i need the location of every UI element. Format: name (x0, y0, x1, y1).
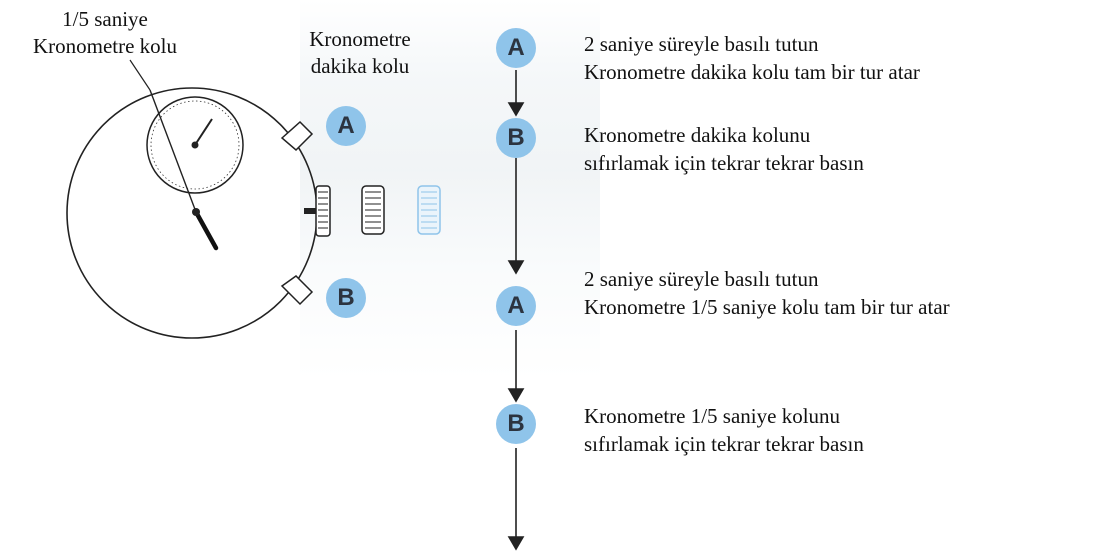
subdial-inner-ring (150, 100, 240, 190)
crown (304, 185, 331, 237)
minute-hand-label-line2: dakika kolu (310, 54, 410, 78)
step1-line2: Kronometre dakika kolu tam bir tur atar (584, 60, 920, 84)
step4-line2: sıfırlamak için tekrar tekrar basın (584, 432, 864, 456)
subdial-minute-hand (194, 118, 213, 146)
label-leader-line (129, 59, 151, 91)
second-hand-label-line1: 1/5 saniye (62, 7, 148, 31)
step3-line2: Kronometre 1/5 saniye kolu tam bir tur a… (584, 295, 950, 319)
flow-arrows (507, 70, 525, 551)
minute-hand-label: Kronometre dakika kolu (270, 26, 450, 80)
crown-position-2 (361, 185, 385, 235)
step3-button-badge: A (496, 286, 536, 326)
chrono-subdial (146, 96, 244, 194)
step1-line1: 2 saniye süreyle basılı tutun (584, 32, 819, 56)
second-hand-label: 1/5 saniye Kronometre kolu (0, 6, 210, 60)
step1-button-badge: A (496, 28, 536, 68)
step3-instruction: 2 saniye süreyle basılı tutun Kronometre… (584, 265, 950, 321)
step4-button-badge: B (496, 404, 536, 444)
step4-line1: Kronometre 1/5 saniye kolunu (584, 404, 841, 428)
subdial-pivot (191, 141, 199, 149)
chrono-second-hand (149, 89, 197, 213)
minute-hand-label-line1: Kronometre (309, 27, 411, 51)
step2-line1: Kronometre dakika kolunu (584, 123, 811, 147)
pusher-b (280, 275, 314, 306)
watch-case (66, 87, 318, 339)
watch-button-a-badge: A (326, 106, 366, 146)
pusher-a (280, 120, 314, 152)
watch-button-b-badge: B (326, 278, 366, 318)
step1-instruction: 2 saniye süreyle basılı tutun Kronometre… (584, 30, 920, 86)
second-hand-label-line2: Kronometre kolu (32, 34, 178, 58)
main-hand (193, 209, 219, 251)
step2-line2: sıfırlamak için tekrar tekrar basın (584, 151, 864, 175)
crown-position-3 (417, 185, 441, 235)
step2-instruction: Kronometre dakika kolunu sıfırlamak için… (584, 121, 864, 177)
center-pivot (192, 208, 200, 216)
step2-button-badge: B (496, 118, 536, 158)
step4-instruction: Kronometre 1/5 saniye kolunu sıfırlamak … (584, 402, 864, 458)
step3-line1: 2 saniye süreyle basılı tutun (584, 267, 819, 291)
